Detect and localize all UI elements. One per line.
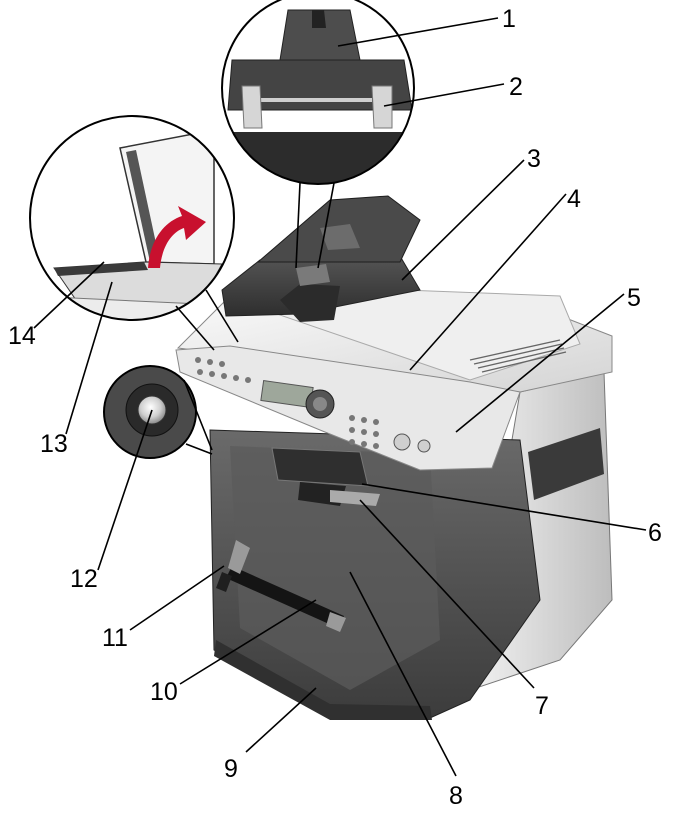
callout-8: 8	[449, 782, 463, 810]
leader-2	[383, 83, 505, 107]
leader-3	[401, 159, 525, 281]
start-button[interactable]	[393, 433, 411, 451]
callout-3: 3	[527, 145, 541, 173]
callout-12: 12	[70, 565, 98, 593]
paper-stop[interactable]	[330, 490, 380, 506]
callout-4: 4	[567, 185, 581, 213]
callout-5: 5	[627, 284, 641, 312]
control-panel[interactable]	[175, 345, 521, 471]
output-bin[interactable]	[271, 447, 369, 487]
leader-1	[337, 17, 499, 47]
callout-7: 7	[535, 692, 549, 720]
leader-5	[455, 293, 625, 433]
manual-feeder-guide-right[interactable]	[326, 612, 346, 632]
leader-4	[409, 193, 567, 371]
callout-11: 11	[102, 624, 128, 652]
power-switch-inset	[103, 365, 213, 459]
manual-feeder-slot[interactable]	[226, 566, 344, 628]
lift-lid-arrow	[148, 206, 206, 268]
leader-13	[65, 281, 113, 435]
callout-2: 2	[509, 73, 523, 101]
scanner-glass-inset	[29, 115, 239, 351]
adf-output-tray	[469, 339, 567, 373]
printer-body	[175, 195, 613, 720]
tray-handle[interactable]	[216, 572, 232, 592]
leader-7	[359, 499, 535, 689]
callout-1: 1	[502, 5, 516, 33]
callout-6: 6	[648, 519, 662, 547]
leader-12	[97, 409, 153, 571]
front-door[interactable]	[230, 446, 440, 690]
callout-numbers: 1 2 3 4 5 6 7 8 9 10 11 12 13 14	[8, 5, 662, 810]
manual-feeder-guide-left[interactable]	[228, 540, 250, 574]
adf-paper-guide-right	[371, 85, 393, 129]
callout-9: 9	[224, 755, 238, 783]
paper-tray[interactable]	[214, 640, 432, 720]
leader-lines	[33, 17, 647, 777]
adf-paper-guide-left	[241, 85, 263, 129]
leader-11	[129, 565, 225, 631]
callout-14: 14	[8, 322, 36, 350]
stop-button[interactable]	[417, 439, 431, 453]
leader-6	[361, 483, 647, 531]
leader-10	[179, 599, 317, 685]
leader-9	[245, 687, 317, 753]
side-handle	[528, 428, 604, 500]
callout-10: 10	[150, 678, 178, 706]
keypad[interactable]	[195, 357, 379, 449]
adf-detail-inset	[221, 0, 415, 269]
leader-14	[33, 261, 105, 329]
callout-13: 13	[40, 430, 68, 458]
leader-8	[349, 571, 457, 777]
